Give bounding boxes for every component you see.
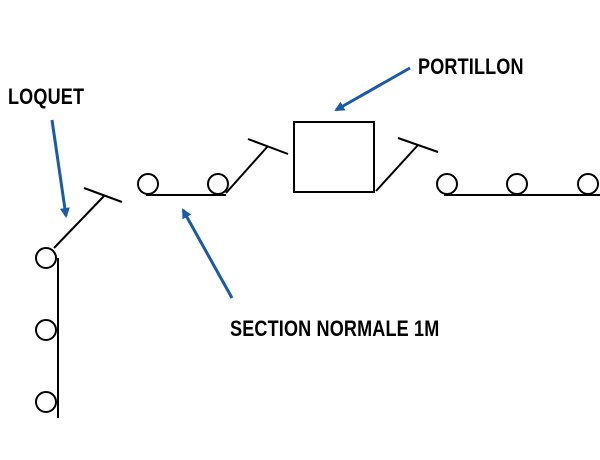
post-circle <box>35 391 57 413</box>
normal-section <box>137 173 229 196</box>
gate-swing-opening <box>375 137 439 192</box>
post-circle <box>577 173 599 195</box>
latch-opening <box>53 187 123 249</box>
gate-arrow <box>334 66 411 112</box>
latch-arrow <box>50 119 70 218</box>
post-circle <box>207 173 229 195</box>
post-circle <box>436 173 458 195</box>
gate-hinge-opening <box>225 138 289 194</box>
latch-label: LOQUET <box>8 84 85 109</box>
gate-label: PORTILLON <box>418 54 524 79</box>
normal-section-label: SECTION NORMALE 1M <box>230 316 440 341</box>
post-circle <box>137 173 159 195</box>
section-arrow <box>181 208 234 299</box>
right-fence-section <box>436 173 600 196</box>
post-circle <box>35 247 57 269</box>
post-circle <box>506 173 528 195</box>
gate-box <box>293 121 375 193</box>
vertical-fence-section <box>35 247 59 418</box>
post-circle <box>35 319 57 341</box>
